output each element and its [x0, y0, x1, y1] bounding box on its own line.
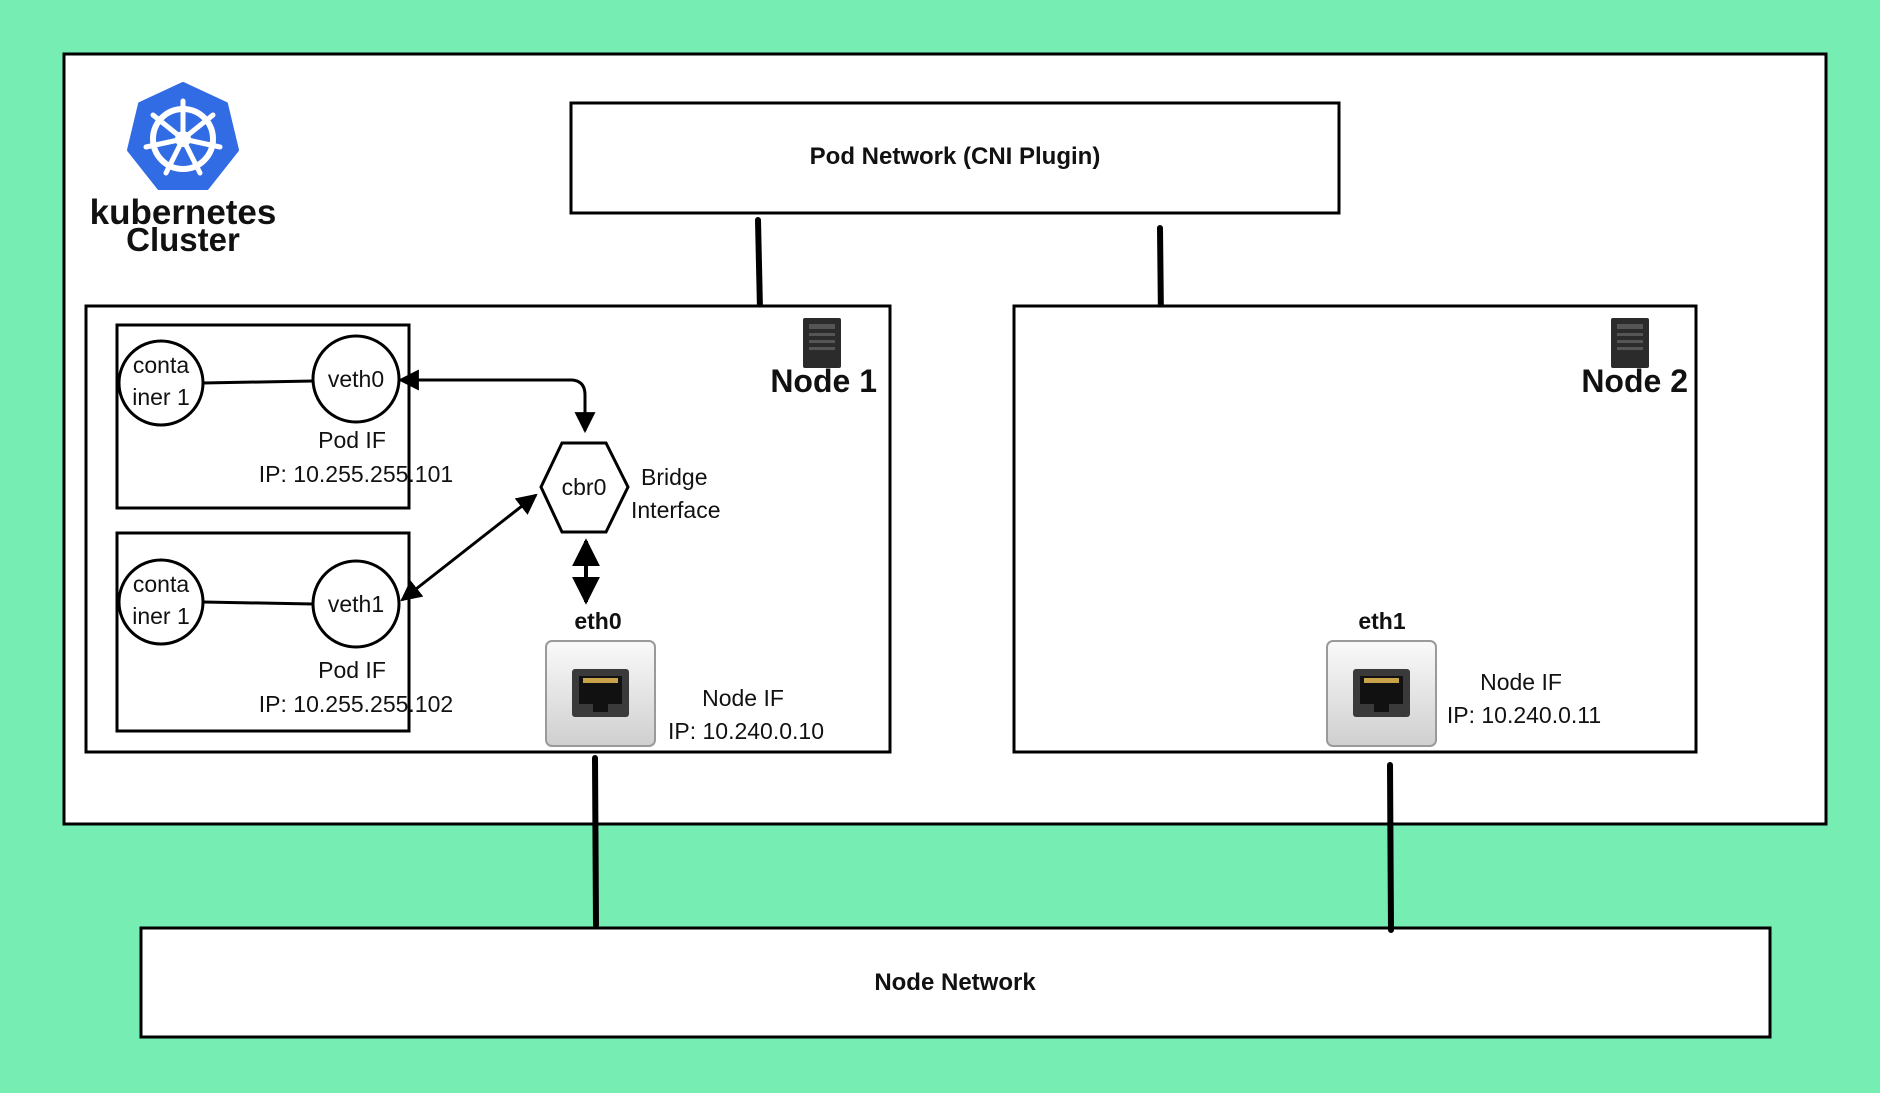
pod-bottom-ip: IP: 10.255.255.102	[259, 691, 453, 717]
container-top-circle	[117, 339, 205, 427]
bridge-label-line1: Bridge	[641, 464, 707, 490]
container-bottom-line2: iner 1	[132, 603, 190, 629]
pod-bottom-if: Pod IF	[318, 657, 386, 683]
pod-network-link-node1	[755, 217, 763, 313]
server-tower-icon	[803, 318, 841, 368]
kubernetes-logo: kubernetes Cluster	[90, 82, 277, 258]
ethernet-port-icon	[1326, 640, 1437, 747]
node2-title: Node 2	[1581, 363, 1688, 399]
node-network-box	[139, 926, 1772, 1039]
eth0-node-if: Node IF	[702, 685, 784, 711]
eth0-label: eth0	[574, 608, 621, 634]
cbr0-hexagon	[539, 441, 630, 534]
veth1-label: veth1	[328, 591, 384, 617]
container-top-line1: conta	[133, 352, 189, 378]
eth1-label: eth1	[1358, 608, 1406, 634]
pod-top-ip: IP: 10.255.255.101	[259, 461, 453, 487]
node1-title: Node 1	[770, 363, 877, 399]
logo-subtitle: Cluster	[126, 221, 240, 258]
cbr0-label: cbr0	[562, 474, 607, 500]
pod-top-if: Pod IF	[318, 427, 386, 453]
node-network-label: Node Network	[874, 969, 1036, 996]
ethernet-port-icon	[545, 640, 656, 747]
pod-network-label: Pod Network (CNI Plugin)	[810, 143, 1101, 170]
server-tower-icon	[1611, 318, 1649, 368]
node-network-link-node2	[1387, 762, 1394, 933]
veth0-label: veth0	[328, 366, 384, 392]
logo-brand: kubernetes	[90, 193, 277, 232]
container-top-line2: iner 1	[132, 384, 190, 410]
eth1-ip: IP: 10.240.0.11	[1447, 702, 1601, 728]
veth1-to-cbr0-arrow	[400, 493, 538, 602]
container-bottom-circle	[117, 558, 205, 646]
node-network-link-node1	[592, 755, 599, 928]
container-bottom-line1: conta	[133, 571, 189, 597]
veth1-circle	[311, 559, 401, 649]
pod-network-box	[569, 101, 1341, 215]
eth0-ip: IP: 10.240.0.10	[668, 718, 824, 744]
veth0-to-cbr0-arrow	[397, 369, 596, 434]
bridge-label-line2: Interface	[631, 497, 721, 523]
eth1-node-if: Node IF	[1480, 669, 1562, 695]
